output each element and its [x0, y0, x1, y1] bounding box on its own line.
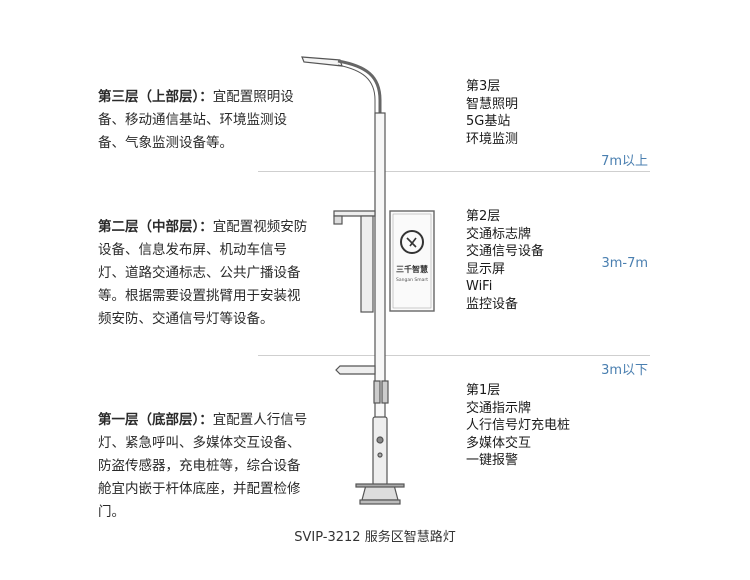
- layer3-description: 第三层（上部层）：宜配置照明设备、移动通信基站、环境监测设备、气象监测设备等。: [98, 86, 308, 155]
- layer1-item: 多媒体交互: [466, 435, 532, 451]
- signal-box: [373, 380, 381, 404]
- layer3-title: 第3层: [466, 79, 501, 94]
- layer2-item: 交通标志牌: [466, 226, 532, 242]
- lamp-head: [301, 56, 343, 67]
- layer1-text: 宜配置人行信号灯、紧急呼叫、多媒体交互设备、防盗传感器，充电桩等，综合设备舱宜内…: [98, 412, 308, 520]
- layer3-item: 智慧照明: [466, 96, 519, 112]
- camera: [333, 215, 343, 225]
- display-screen: [389, 210, 435, 312]
- sign-arm: [335, 365, 376, 375]
- layer2-description: 第二层（中部层）：宜配置视频安防设备、信息发布屏、机动车信号灯、道路交通标志、公…: [98, 216, 308, 331]
- height-label-bottom: 3m以下: [601, 363, 648, 378]
- layer2-item: 监控设备: [466, 296, 519, 312]
- layer2-title: 第2层: [466, 209, 501, 224]
- height-label-top: 7m以上: [601, 154, 648, 169]
- layer1-title: 第1层: [466, 383, 501, 398]
- brand-sub: Sangan Smart: [396, 277, 428, 283]
- layer2-list: 第2层 交通标志牌 交通信号设备 显示屏 WiFi 监控设备: [466, 208, 544, 313]
- side-panel: [360, 215, 374, 313]
- layer3-item: 环境监测: [466, 131, 519, 147]
- equipment-cabin: [372, 416, 388, 486]
- layer1-list: 第1层 交通指示牌 人行信号灯充电桩 多媒体交互 一键报警: [466, 382, 570, 470]
- layer2-item: 交通信号设备: [466, 244, 545, 259]
- layer3-list: 第3层 智慧照明 5G基站 环境监测: [466, 78, 518, 148]
- layer3-text: 宜配置照明设备、移动通信基站、环境监测设备、气象监测设备等。: [98, 89, 294, 151]
- divider-bottom: [258, 355, 650, 356]
- layer3-heading: 第三层（上部层）：: [98, 89, 213, 105]
- layer3-item: 5G基站: [466, 114, 511, 129]
- layer2-item: WiFi: [466, 279, 493, 294]
- height-label-mid: 3m-7m: [601, 256, 648, 271]
- signal-box: [381, 380, 389, 404]
- lamp-arm: [337, 59, 382, 113]
- layer1-item: 人行信号灯充电桩: [466, 418, 571, 433]
- brand-logo: 三千智慧 Sangan Smart: [396, 230, 428, 283]
- layer1-description: 第一层（底部层）：宜配置人行信号灯、紧急呼叫、多媒体交互设备、防盗传感器，充电桩…: [98, 409, 308, 524]
- layer2-text: 宜配置视频安防设备、信息发布屏、机动车信号灯、道路交通标志、公共广播设备等。根据…: [98, 219, 308, 327]
- layer1-heading: 第一层（底部层）：: [98, 412, 213, 428]
- layer1-item: 一键报警: [466, 453, 519, 468]
- layer2-heading: 第二层（中部层）：: [98, 219, 213, 235]
- caption: SVIP-3212 服务区智慧路灯: [294, 530, 456, 545]
- divider-top: [258, 171, 650, 172]
- layer2-item: 显示屏: [466, 261, 506, 277]
- camera-arm: [333, 210, 376, 217]
- brand-name: 三千智慧: [396, 264, 428, 274]
- layer1-item: 交通指示牌: [466, 400, 532, 416]
